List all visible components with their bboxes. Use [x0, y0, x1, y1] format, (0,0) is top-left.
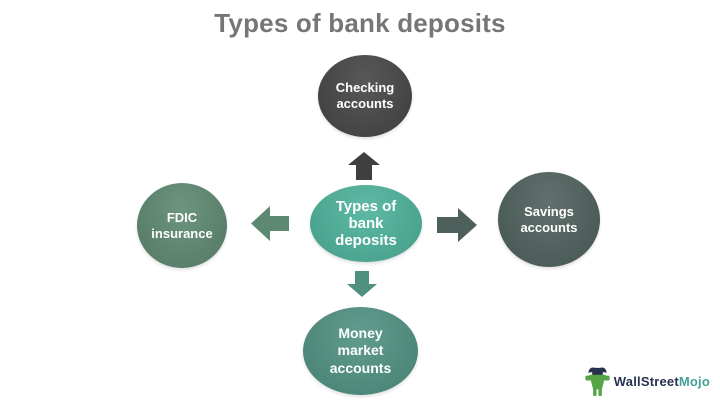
node-checking-accounts-label: Checking accounts	[335, 80, 395, 111]
node-money-market-accounts-label: Money market accounts	[329, 325, 392, 376]
node-money-market-accounts: Money market accounts	[303, 307, 418, 395]
node-savings-accounts-label: Savings accounts	[520, 203, 578, 235]
brand-wordmark-primary: WallStreet	[613, 373, 679, 389]
bull-mascot-icon	[585, 367, 610, 397]
brand-wordmark: WallStreetMojo	[614, 374, 710, 389]
arrow-down-icon	[347, 271, 377, 297]
node-center-label: Types of bank deposits	[335, 197, 397, 250]
brand-wordmark-accent: Mojo	[678, 373, 710, 389]
brand-logo: WallStreetMojo	[585, 365, 710, 397]
arrow-left-icon	[251, 206, 289, 241]
node-center-types-of-bank-deposits: Types of bank deposits	[310, 185, 422, 262]
node-fdic-insurance: FDIC insurance	[137, 183, 227, 268]
node-checking-accounts: Checking accounts	[318, 55, 412, 137]
arrow-up-icon	[348, 152, 380, 180]
arrow-right-icon	[437, 208, 477, 242]
page-title: Types of bank deposits	[214, 8, 506, 38]
node-fdic-insurance-label: FDIC insurance	[151, 209, 213, 241]
node-savings-accounts: Savings accounts	[498, 172, 600, 267]
